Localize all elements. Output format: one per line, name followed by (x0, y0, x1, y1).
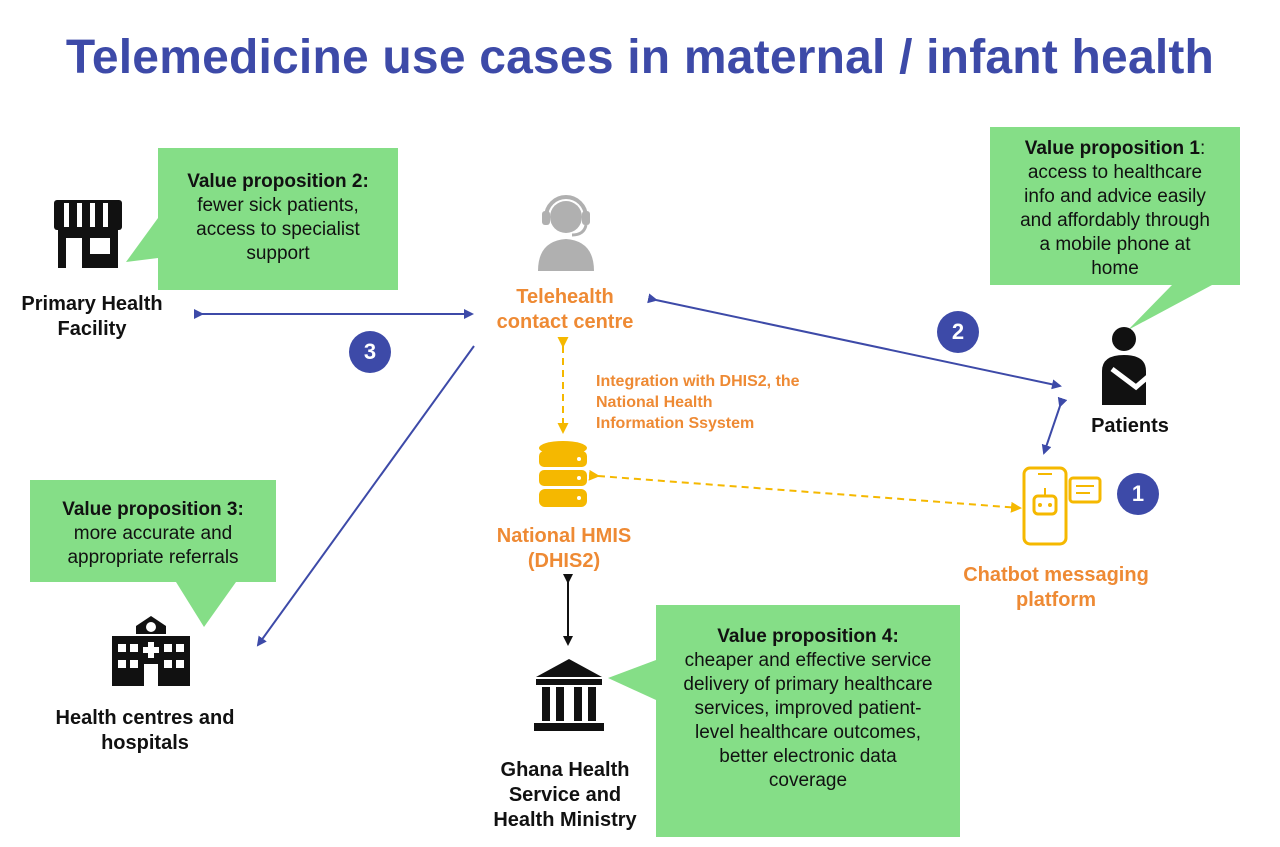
patient-icon (1102, 327, 1152, 405)
database-icon (539, 441, 587, 507)
value-proposition-4-box: Value proposition 4: cheaper and effecti… (656, 605, 960, 837)
value-proposition-2-box: Value proposition 2: fewer sick patients… (158, 148, 398, 290)
value-proposition-3-box: Value proposition 3: more accurate and a… (30, 480, 276, 582)
arrow-telehealth-patients (647, 293, 1062, 390)
badge-3: 3 (349, 331, 391, 373)
vp1-heading: Value proposition 1 (1024, 138, 1200, 159)
value-proposition-1-box: Value proposition 1: access to healthcar… (990, 127, 1240, 285)
page-title: Telemedicine use cases in maternal / inf… (65, 31, 1215, 84)
ghana-health-service-label: Ghana Health Service and Health Ministry (493, 759, 637, 831)
vp4-tail (608, 660, 656, 700)
national-hmis-label: National HMIS (DHIS2) (496, 525, 632, 572)
dashed-arrow-hmis-chatbot (588, 469, 1022, 513)
store-icon (54, 200, 122, 268)
health-centres-hospitals-label: Health centres and hospitals (55, 707, 235, 754)
vp1-tail (1128, 285, 1212, 330)
headset-agent-icon (538, 195, 594, 271)
patients-label: Patients (1091, 415, 1169, 437)
vp2-body: fewer sick patients, access to specialis… (196, 195, 360, 264)
arrow-telehealth-hospitals (256, 345, 475, 647)
hospital-icon (112, 616, 190, 686)
telehealth-contact-centre-label: Telehealth contact centre (496, 286, 634, 333)
badge-1: 1 (1117, 473, 1159, 515)
vp4-body: cheaper and effective service delivery o… (683, 650, 933, 791)
chatbot-platform-label: Chatbot messaging platform (963, 564, 1149, 611)
vp3-body: more accurate and appropriate referrals (67, 523, 239, 568)
primary-health-facility-label: Primary Health Facility (21, 293, 163, 340)
vp1-body: access to healthcare info and advice eas… (1020, 162, 1210, 279)
badge-2: 2 (937, 311, 979, 353)
vp2-tail (126, 218, 158, 262)
integration-note: Integration with DHIS2, the National Hea… (596, 373, 800, 432)
vp4-heading: Value proposition 4: (717, 626, 899, 647)
vp3-tail (176, 582, 236, 627)
government-building-icon (534, 659, 604, 731)
arrow-patients-chatbot (1041, 396, 1068, 455)
chatbot-phone-icon (1022, 466, 1102, 546)
vp2-heading: Value proposition 2: (187, 171, 369, 192)
vp3-heading: Value proposition 3: (62, 499, 244, 520)
vp1-colon: : (1199, 138, 1206, 159)
